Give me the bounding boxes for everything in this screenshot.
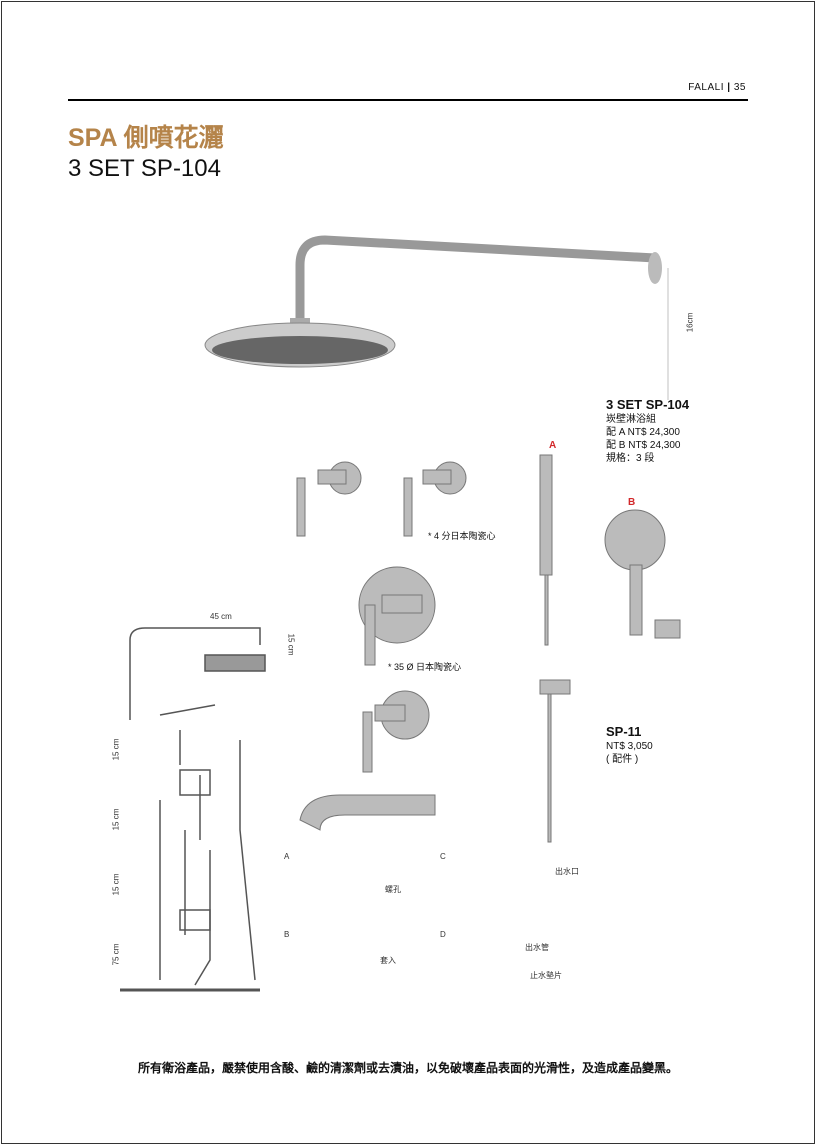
valve-note-1: * 4 分日本陶瓷心: [428, 531, 496, 541]
main-product-stages: 規格：3 段: [606, 453, 655, 464]
detail-outlet-label: 出水口: [555, 867, 579, 876]
detail-marker-d: D: [440, 930, 446, 939]
valve-note-2: * 35 Ø 日本陶瓷心: [388, 662, 462, 672]
arm-drop-label: 16cm: [685, 312, 695, 333]
accessory-spec: SP-11 NT$ 3,050 ( 配件 ): [606, 725, 653, 766]
detail-marker-b: B: [284, 930, 290, 939]
care-notice: 所有衛浴產品，嚴禁使用含酸、鹼的清潔劑或去漬油，以免破壞產品表面的光滑性，及造成…: [137, 1061, 678, 1075]
main-product-price-b: 配 B NT$ 24,300: [606, 440, 681, 451]
page-header: FALALI | 35: [688, 82, 746, 93]
header-rule: [68, 99, 748, 101]
option-a-marker: A: [549, 440, 557, 451]
header-separator: |: [727, 82, 731, 93]
detail-screw-label: 螺孔: [385, 885, 401, 894]
main-product-name: 3 SET SP-104: [606, 397, 690, 412]
main-product-type: 崁壁淋浴組: [606, 414, 656, 425]
diagram-dim-4: 75 cm: [111, 943, 121, 966]
main-product-spec: 3 SET SP-104 崁壁淋浴組 配 A NT$ 24,300 配 B NT…: [606, 398, 689, 465]
detail-marker-a: A: [284, 852, 290, 861]
diagram-dim-2: 15 cm: [111, 808, 121, 831]
accessory-name: SP-11: [606, 724, 642, 739]
model-title: 3 SET SP-104: [68, 155, 221, 182]
detail-outlet-pipe-label: 出水管: [525, 943, 549, 952]
detail-washer-label: 止水墊片: [530, 971, 562, 980]
page-number: 35: [733, 82, 746, 93]
accessory-price: NT$ 3,050: [606, 741, 653, 752]
diagram-dim-1: 15 cm: [111, 738, 121, 761]
option-b-marker: B: [628, 497, 636, 508]
main-product-price-a: 配 A NT$ 24,300: [606, 427, 680, 438]
diagram-width-dim: 45 cm: [210, 612, 232, 621]
detail-marker-c: C: [440, 852, 446, 861]
detail-insert-label: 套入: [380, 956, 396, 965]
category-title: SPA 側噴花灑: [68, 124, 224, 152]
accessory-note: ( 配件 ): [606, 754, 639, 765]
brand-name: FALALI: [688, 82, 724, 93]
diagram-height-dim: 15 cm: [286, 633, 296, 656]
diagram-dim-3: 15 cm: [111, 873, 121, 896]
